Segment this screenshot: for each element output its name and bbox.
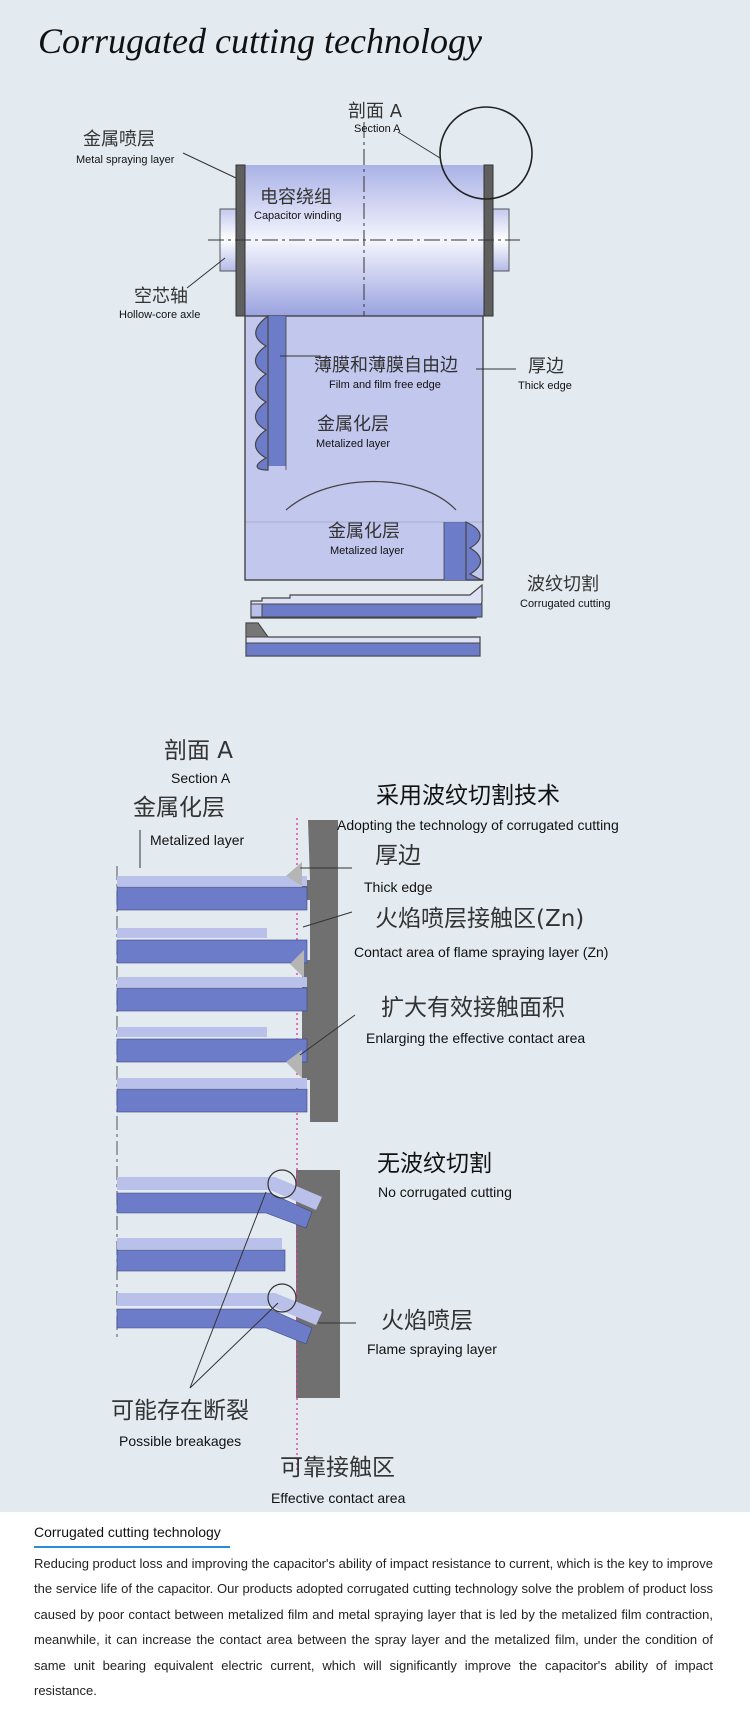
diagram-graphic [116,106,533,1470]
top-thick-edge-label-en: Thick edge [518,380,572,392]
description-section: Corrugated cutting technology Reducing p… [0,1512,750,1714]
top-section-label-cn: 剖面 A [348,101,403,122]
detail-section-label-en: Section A [171,770,231,786]
contact-area-label-cn: 火焰喷层接触区(Zn) [375,906,585,932]
top-section-label-en: Section A [354,123,401,135]
enlarging-contact-label-cn: 扩大有效接触面积 [381,995,565,1021]
possible-breakages-label-cn: 可能存在断裂 [111,1398,249,1424]
film-free-edge-label-en: Film and film free edge [329,379,441,391]
diagram-panel: Corrugated cutting technology [0,0,750,1512]
no-corrugated-label-cn: 无波纹切割 [377,1151,492,1177]
no-corrugated-label-en: No corrugated cutting [378,1184,512,1200]
left-corrugation [254,314,269,471]
capacitor-winding-label-en: Capacitor winding [254,210,342,222]
metalized-layer-2-label-cn: 金属化层 [328,521,400,542]
effective-contact-label-en: Effective contact area [271,1490,406,1506]
heading-underline [34,1546,230,1548]
flame-spraying-label-en: Flame spraying layer [367,1341,497,1357]
film-free-edge-label-cn: 薄膜和薄膜自由边 [314,355,458,376]
detail-section-label-cn: 剖面 A [164,738,234,764]
effective-contact-label-cn: 可靠接触区 [280,1455,395,1481]
capacitor-winding-drawing [182,106,533,657]
flame-spraying-label-cn: 火焰喷层 [381,1308,473,1334]
adopting-corrugated-label-cn: 采用波纹切割技术 [376,783,560,809]
metal-spraying-label-cn: 金属喷层 [83,129,155,150]
section-a-detail-drawing [116,818,356,1470]
detail-metalized-label-cn: 金属化层 [133,795,225,821]
breakage-circle-2 [267,1283,297,1313]
section-a-circle [439,106,533,200]
capacitor-winding-label-cn: 电容绕组 [260,187,332,208]
breakage-circle-1 [267,1169,297,1199]
layers-uncorrugated [116,1169,322,1345]
hollow-axle-label-en: Hollow-core axle [119,309,201,321]
metal-spraying-label-en: Metal spraying layer [76,154,175,166]
top-thick-edge-label-cn: 厚边 [528,356,564,377]
page-title: Corrugated cutting technology [38,21,482,61]
corrugated-cutting-label-en: Corrugated cutting [520,598,611,610]
detail-metalized-label-en: Metalized layer [150,832,245,848]
description-heading: Corrugated cutting technology [34,1524,221,1540]
description-paragraph: Reducing product loss and improving the … [34,1556,713,1699]
right-corrugation [465,521,484,581]
metalized-layer-1-label-cn: 金属化层 [317,414,389,435]
possible-breakages-label-en: Possible breakages [119,1433,242,1449]
corrugated-cutting-label-cn: 波纹切割 [527,574,599,595]
enlarging-contact-label-en: Enlarging the effective contact area [366,1030,586,1046]
detail-thick-edge-label-en: Thick edge [364,879,433,895]
contact-area-label-en: Contact area of flame spraying layer (Zn… [354,944,609,960]
spray-block-upper [302,820,338,1122]
metalized-layer-2-label-en: Metalized layer [330,545,404,557]
layers-corrugated [116,862,308,1113]
adopting-corrugated-label-en: Adopting the technology of corrugated cu… [337,817,619,833]
hollow-axle-label-cn: 空芯轴 [134,286,188,307]
detail-thick-edge-label-cn: 厚边 [375,843,421,869]
metalized-layer-1-label-en: Metalized layer [316,438,390,450]
